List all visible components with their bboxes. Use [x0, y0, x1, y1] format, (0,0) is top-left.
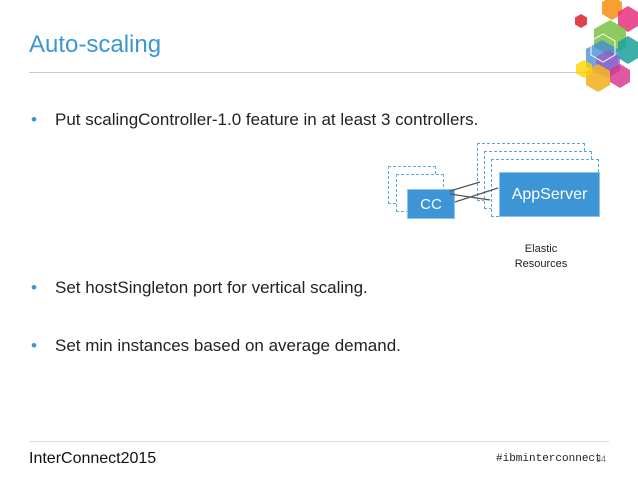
brand-logo: InterConnect2015: [29, 450, 156, 468]
bullet-marker: •: [31, 110, 37, 129]
bullet-item-2: • Set hostSingleton port for vertical sca…: [31, 278, 368, 298]
bullet-text: Set hostSingleton port for vertical scal…: [55, 278, 368, 297]
server-box-front: AppServer: [499, 172, 600, 217]
brand-year: 2015: [120, 450, 157, 467]
controller-box-front: CC: [407, 189, 455, 219]
elastic-resources-caption: Elastic Resources: [505, 242, 577, 272]
hex-top-pink: [618, 6, 638, 32]
bullet-item-3: • Set min instances based on average dema…: [31, 336, 401, 356]
brand-word: InterConnect: [29, 450, 121, 467]
server-label: AppServer: [511, 185, 588, 203]
footer-divider: [29, 441, 609, 442]
hexagon-graphic: [540, 0, 638, 100]
autoscaling-diagram: CC AppServer: [380, 142, 610, 242]
title-divider: [29, 72, 609, 73]
bullet-text: Set min instances based on average deman…: [55, 336, 401, 355]
bullet-marker: •: [31, 336, 37, 355]
hex-bottom-magenta: [610, 64, 630, 88]
hex-small-red: [575, 14, 587, 28]
page-title: Auto-scaling: [29, 31, 162, 58]
bullet-text: Put scalingController-1.0 feature in at …: [55, 110, 479, 129]
hex-mid-teal: [618, 36, 638, 64]
bullet-marker: •: [31, 278, 37, 297]
page-number: 34: [596, 454, 607, 464]
hashtag: #ibminterconnect: [496, 453, 602, 465]
caption-line-1: Elastic: [524, 243, 558, 255]
bullet-item-1: • Put scalingController-1.0 feature in at…: [31, 110, 478, 130]
hex-top-orange: [602, 0, 622, 20]
hex-bottom-yellow: [576, 60, 592, 78]
hex-outline: [590, 33, 616, 63]
controller-label: CC: [420, 195, 442, 213]
caption-line-2: Resources: [514, 258, 568, 270]
